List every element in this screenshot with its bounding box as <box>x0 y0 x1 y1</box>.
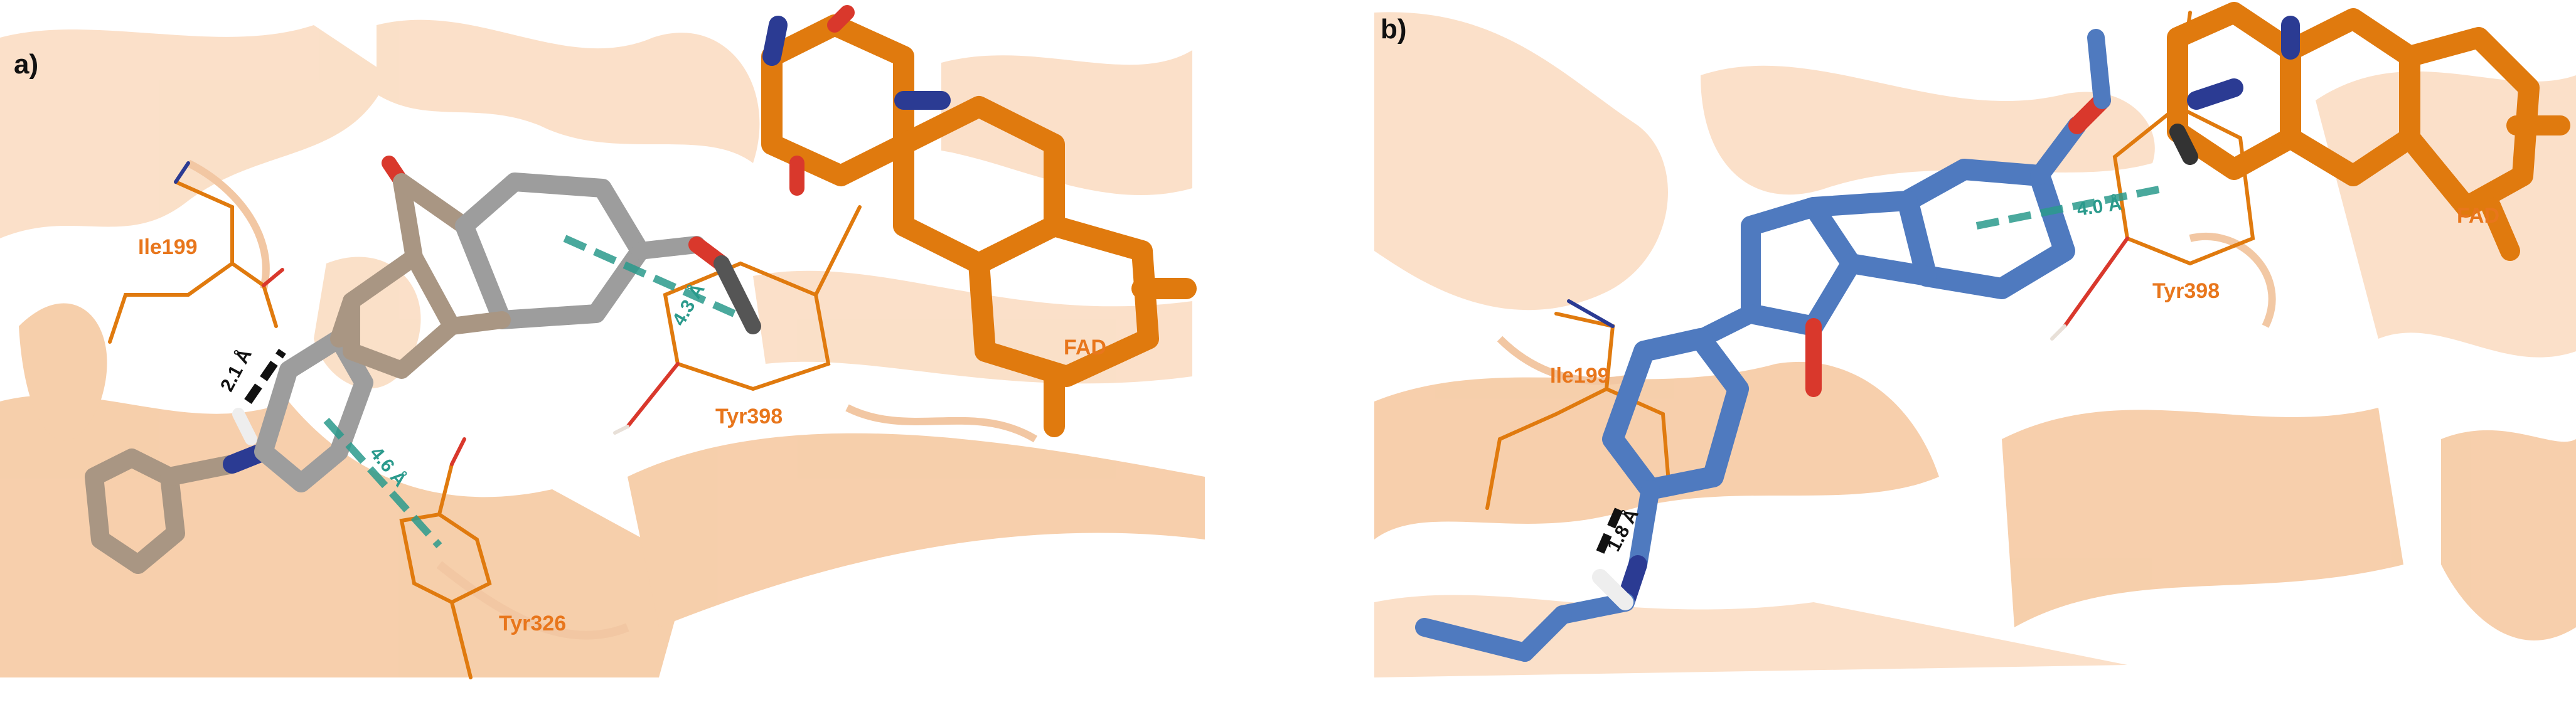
panel-a-ligand <box>85 156 761 574</box>
panel-a: a) Ile199 Tyr398 Tyr326 FAD 2.1 Å 4.6 Å … <box>0 0 1224 717</box>
panel-a-label: a) <box>14 49 39 80</box>
panel-a-tyr326-label: Tyr326 <box>499 612 567 635</box>
panel-b-fad-label: FAD <box>2457 204 2499 228</box>
panel-b-tyr398-label: Tyr398 <box>2152 279 2220 303</box>
panel-b-pi-tyr398-line <box>1975 184 2166 230</box>
panel-a-pi-tyr326-line <box>323 417 442 549</box>
panel-a-tyr398-label: Tyr398 <box>715 405 783 428</box>
panel-a-tyr326-residue <box>399 437 492 679</box>
panel-a-ile199-residue <box>108 161 284 344</box>
panel-a-interactions <box>244 235 736 549</box>
panel-a-ile199-label: Ile199 <box>138 235 198 259</box>
panel-b-interactions <box>1596 184 2166 554</box>
panel-b: b) Ile199 Tyr398 FAD 1.8 Å 4.0 Å <box>1374 0 2576 717</box>
panel-b-fad-molecule <box>2167 2 2570 261</box>
panel-a-tyr398-residue <box>613 205 862 435</box>
panel-a-fad-molecule <box>761 5 1197 437</box>
panel-b-ile199-label: Ile199 <box>1550 364 1610 388</box>
panel-b-label: b) <box>1381 14 1407 45</box>
panel-b-ligand <box>1415 29 2111 662</box>
panel-b-render <box>1374 2 2576 677</box>
panel-a-render <box>0 5 1205 679</box>
panel-b-hbond-line <box>1596 500 1627 554</box>
panel-a-hbond-line <box>244 349 286 404</box>
panel-a-fad-label: FAD <box>1064 336 1106 359</box>
panel-b-protein-cartoon <box>1374 12 2576 677</box>
panel-a-protein-cartoon <box>0 19 1205 677</box>
